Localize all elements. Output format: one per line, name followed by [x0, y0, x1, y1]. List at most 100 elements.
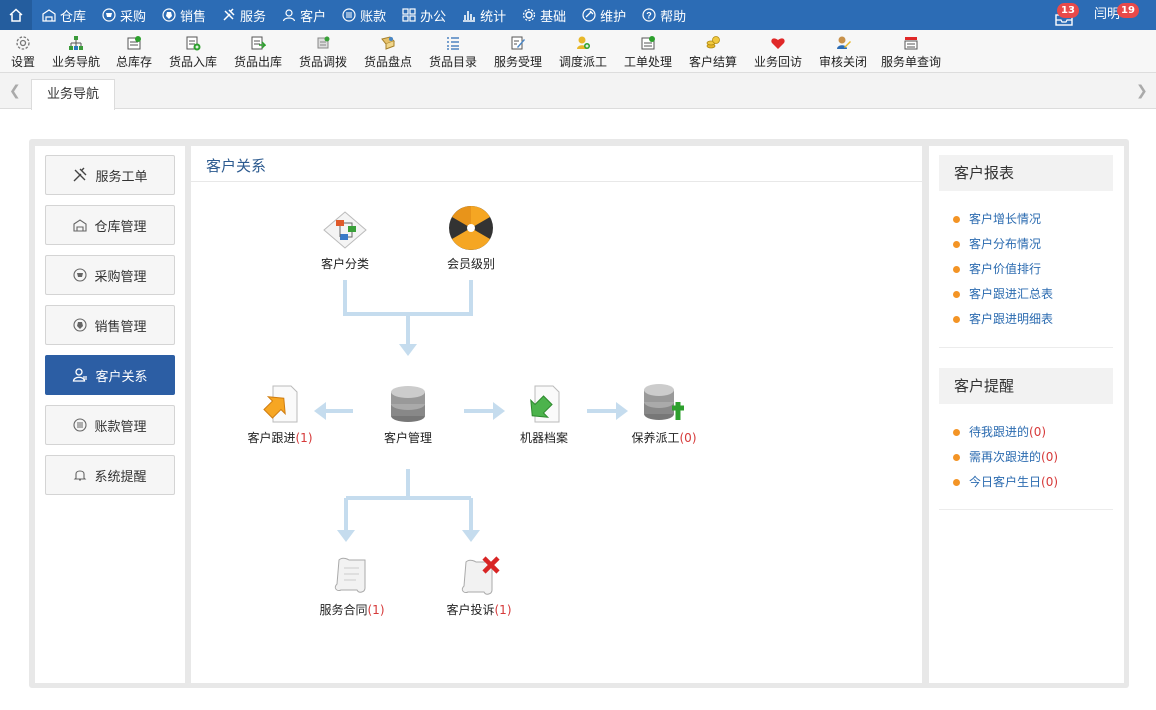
menu-label: 账款管理: [94, 419, 147, 435]
reports-heading: 客户报表: [939, 155, 1113, 191]
toolbar-review-close[interactable]: 审核关闭: [815, 30, 871, 72]
toolbar-biz-nav[interactable]: 业务导航: [48, 30, 104, 72]
report-link[interactable]: 客户增长情况: [953, 207, 1053, 232]
home-button[interactable]: [0, 0, 32, 30]
user-badge: 19: [1117, 3, 1139, 18]
topnav-item-base[interactable]: 基础: [514, 0, 574, 30]
heart-icon: [771, 38, 785, 49]
toolbar-stock-in[interactable]: 货品入库: [165, 30, 221, 72]
node-customer-complaint[interactable]: 客户投诉(1): [419, 552, 539, 618]
topnav-item-sales[interactable]: 销售: [154, 0, 214, 30]
report-link[interactable]: 客户跟进明细表: [953, 307, 1053, 332]
home-icon: [9, 8, 23, 22]
toolbar-label: 服务受理: [493, 55, 542, 69]
toolbar-workorder[interactable]: 工单处理: [620, 30, 676, 72]
node-maintain-dispatch[interactable]: 保养派工(0): [604, 380, 724, 446]
toolbar-revisit[interactable]: 业务回访: [750, 30, 806, 72]
tab-scroll-right-icon[interactable]: ❯: [1136, 83, 1148, 99]
reminder-link[interactable]: 今日客户生日(0): [953, 470, 1058, 495]
workorder-icon: [641, 36, 655, 50]
right-panel: 客户报表 客户增长情况 客户分布情况 客户价值排行 客户跟进汇总表 客户跟进明细…: [929, 146, 1124, 683]
node-member-level[interactable]: 会员级别: [411, 204, 531, 272]
topnav-item-customer[interactable]: 客户: [274, 0, 334, 30]
toolbar-stocktake[interactable]: 货品盘点: [360, 30, 416, 72]
report-link[interactable]: 客户价值排行: [953, 257, 1053, 282]
menu-warehouse[interactable]: 仓库管理: [45, 205, 175, 245]
toolbar-service-accept[interactable]: 服务受理: [490, 30, 546, 72]
node-label: 客户管理: [383, 431, 432, 445]
toolbar-label: 货品目录: [428, 55, 477, 69]
toolbar-inventory[interactable]: 总库存: [112, 30, 156, 72]
topnav-item-stats[interactable]: 统计: [454, 0, 514, 30]
gear-icon: [523, 8, 536, 22]
menu-label: 销售管理: [94, 319, 147, 335]
menu-purchase[interactable]: 采购管理: [45, 255, 175, 295]
machine-archive-icon: [530, 385, 560, 423]
toolbar-transfer[interactable]: 货品调拨: [295, 30, 351, 72]
topnav-item-maintain[interactable]: 维护: [574, 0, 634, 30]
sales-icon: [162, 8, 176, 22]
menu-system-reminder[interactable]: 系统提醒: [45, 455, 175, 495]
topnav-item-help[interactable]: ?帮助: [634, 0, 694, 30]
office-icon: [402, 8, 416, 22]
toolbar-stock-out[interactable]: 货品出库: [230, 30, 286, 72]
topnav-item-office[interactable]: 办公: [394, 0, 454, 30]
user-icon: [73, 368, 88, 382]
top-nav-bar: 仓库 采购 销售 服务 客户 账款 办公 统计 基础 维护 ?帮助 13 闫明 …: [0, 0, 1156, 30]
toolbar-settlement[interactable]: 客户结算: [685, 30, 741, 72]
menu-label: 客户关系: [95, 369, 148, 385]
tab-biz-nav[interactable]: 业务导航: [31, 79, 115, 110]
node-customer-manage[interactable]: 客户管理: [348, 380, 468, 446]
topnav-item-account[interactable]: 账款: [334, 0, 394, 30]
money-icon: [73, 418, 88, 432]
node-customer-category[interactable]: 客户分类: [285, 208, 405, 272]
reminder-label: 今日客户生日: [969, 475, 1042, 489]
topnav-item-service[interactable]: 服务: [214, 0, 274, 30]
reminders-heading: 客户提醒: [939, 368, 1113, 404]
topnav-label: 办公: [420, 9, 447, 25]
sitemap-icon: [69, 36, 83, 50]
report-link[interactable]: 客户分布情况: [953, 232, 1053, 257]
toolbar-dispatch[interactable]: 调度派工: [555, 30, 611, 72]
reminder-link[interactable]: 待我跟进的(0): [953, 420, 1058, 445]
customer-relation-panel: 客户关系 客户分类 会员级别 客户跟进(1) 客户管理: [191, 146, 922, 683]
account-icon: [342, 8, 356, 22]
menu-service-workorder[interactable]: 服务工单: [45, 155, 175, 195]
menu-accounts[interactable]: 账款管理: [45, 405, 175, 445]
node-customer-followup[interactable]: 客户跟进(1): [220, 380, 340, 446]
member-level-icon: [449, 206, 493, 250]
node-count: (1): [367, 603, 385, 617]
help-icon: ?: [642, 8, 656, 22]
transfer-icon: [317, 36, 330, 49]
node-machine-archive[interactable]: 机器档案: [484, 380, 604, 446]
user-menu[interactable]: 闫明: [1094, 7, 1121, 22]
warehouse-icon: [73, 219, 88, 232]
topnav-item-warehouse[interactable]: 仓库: [34, 0, 94, 30]
service-accept-icon: [511, 36, 525, 50]
menu-customer-relation[interactable]: 客户关系: [45, 355, 175, 395]
toolbar-label: 货品调拨: [298, 55, 347, 69]
contract-icon: [334, 557, 366, 593]
node-label: 客户跟进: [247, 431, 296, 445]
tab-scroll-left-icon[interactable]: ❮: [9, 83, 21, 99]
menu-label: 服务工单: [95, 169, 148, 185]
toolbar-settings[interactable]: 设置: [8, 30, 38, 72]
topnav-label: 服务: [240, 9, 267, 25]
toolbar-service-query[interactable]: 服务单查询: [880, 30, 942, 72]
topnav-item-purchase[interactable]: 采购: [94, 0, 154, 30]
query-icon: [904, 37, 918, 50]
tag-icon: [73, 318, 88, 332]
reminder-link[interactable]: 需再次跟进的(0): [953, 445, 1058, 470]
divider: [939, 347, 1113, 348]
catalog-icon: [447, 37, 459, 50]
report-link[interactable]: 客户跟进汇总表: [953, 282, 1053, 307]
toolbar-catalog[interactable]: 货品目录: [425, 30, 481, 72]
node-service-contract[interactable]: 服务合同(1): [292, 552, 412, 618]
flowchart-icon: [323, 211, 367, 249]
node-count: (0): [679, 431, 697, 445]
menu-label: 采购管理: [94, 269, 147, 285]
topnav-label: 销售: [180, 9, 207, 25]
menu-sales[interactable]: 销售管理: [45, 305, 175, 345]
node-count: (1): [494, 603, 512, 617]
reports-list: 客户增长情况 客户分布情况 客户价值排行 客户跟进汇总表 客户跟进明细表: [953, 207, 1053, 332]
